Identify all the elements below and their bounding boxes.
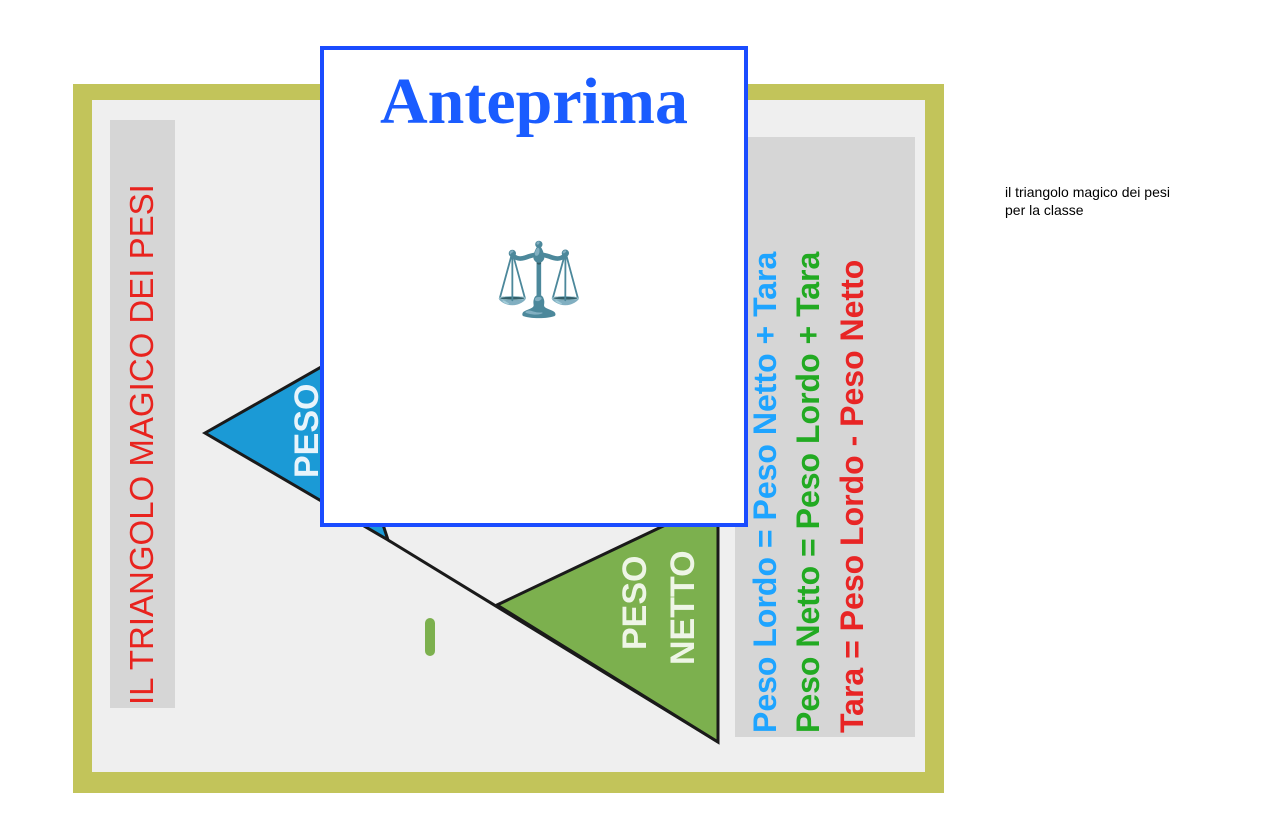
title-box — [110, 120, 175, 708]
preview-title: Anteprima — [380, 65, 688, 138]
peso-netto-triangle — [493, 497, 720, 745]
peso-netto-label-2: NETTO — [664, 550, 702, 665]
formula-peso-lordo: Peso Lordo = Peso Netto + Tara — [747, 251, 783, 733]
balance-scale-icon: ⚖️ — [494, 240, 584, 320]
peso-netto-label-1: PESO — [616, 556, 654, 650]
poster-title: IL TRIANGOLO MAGICO DEI PESI — [123, 184, 160, 705]
preview-overlay: Anteprima ⚖️ — [320, 46, 748, 527]
formula-peso-netto: Peso Netto = Peso Lordo + Tara — [790, 251, 826, 733]
minus-sign — [425, 618, 435, 656]
caption-line-2: per la classe — [1005, 202, 1084, 218]
formula-box — [735, 137, 915, 737]
formula-tara: Tara = Peso Lordo - Peso Netto — [834, 259, 870, 733]
caption: il triangolo magico dei pesi per la clas… — [1005, 183, 1170, 219]
peso-label: PESO — [288, 384, 326, 478]
caption-line-1: il triangolo magico dei pesi — [1005, 184, 1170, 200]
